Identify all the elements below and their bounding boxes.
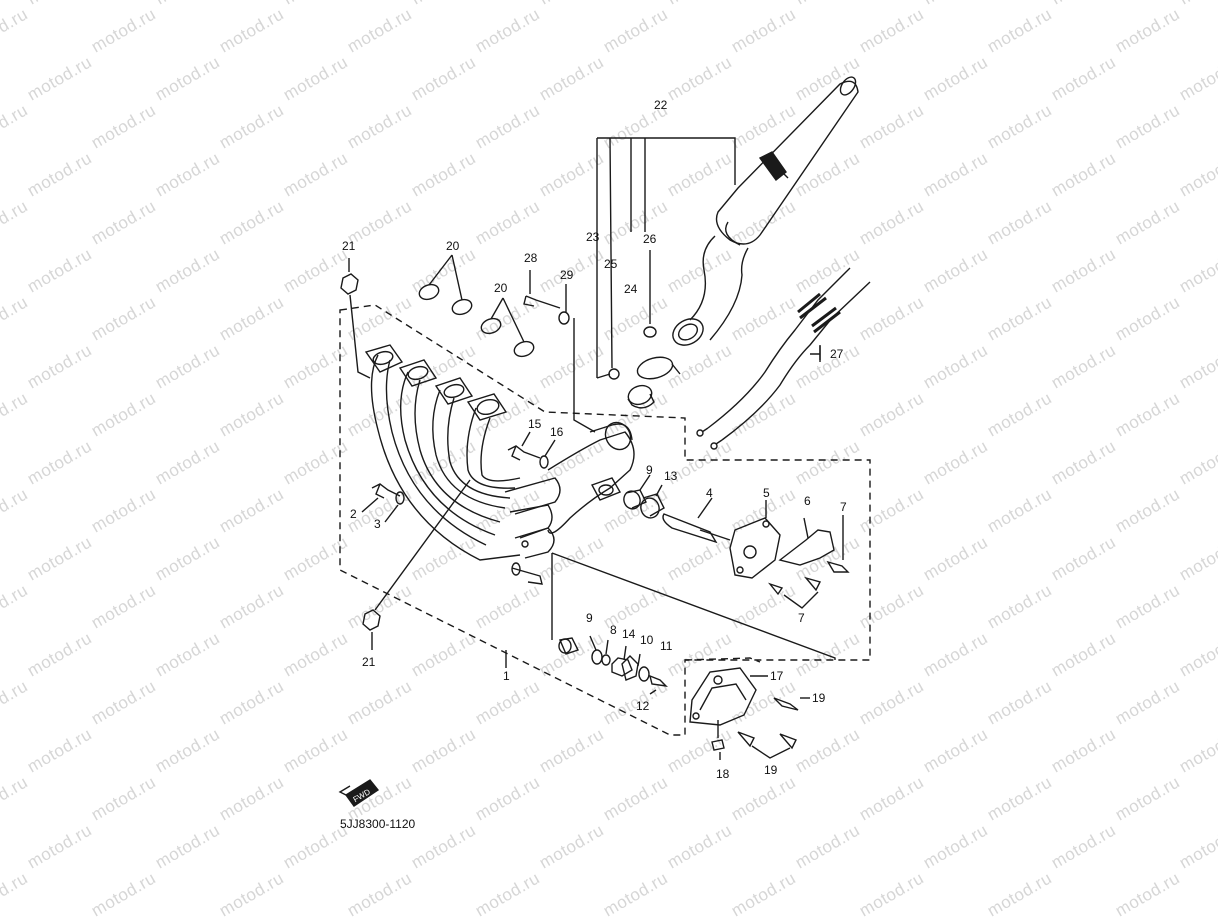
callout-10: 10 — [640, 633, 654, 647]
callout-18: 18 — [716, 767, 730, 781]
callout-23: 23 — [586, 230, 600, 244]
damper-9b — [559, 637, 579, 655]
bolt-19a — [773, 697, 799, 711]
bolt-28 — [523, 295, 561, 309]
bolt-7c — [804, 576, 822, 592]
callout-25: 25 — [604, 257, 618, 271]
washer-29 — [558, 311, 570, 325]
nut-21b — [362, 609, 381, 631]
callout-9-bottom: 9 — [586, 611, 593, 625]
callout-21-bottom: 21 — [362, 655, 376, 669]
callout-9-top: 9 — [646, 463, 653, 477]
callout-28: 28 — [524, 251, 538, 265]
gasket-20d — [513, 340, 535, 358]
callout-20-right: 20 — [494, 281, 508, 295]
subassembly-box — [551, 552, 836, 660]
callout-1: 1 — [503, 669, 510, 683]
gasket-20a — [418, 283, 440, 301]
bracket-10 — [621, 655, 639, 681]
bolt-7b — [767, 582, 784, 596]
washer-3 — [395, 491, 405, 505]
callout-3: 3 — [374, 517, 381, 531]
callout-4: 4 — [706, 486, 713, 500]
bolt-23 — [608, 368, 620, 380]
callout-14: 14 — [622, 627, 636, 641]
cables — [696, 267, 871, 450]
muffler — [672, 76, 859, 346]
callout-22: 22 — [654, 98, 668, 112]
collar-14 — [611, 657, 633, 677]
callout-29: 29 — [560, 268, 574, 282]
callout-19-top: 19 — [812, 691, 826, 705]
fwd-arrow — [338, 779, 380, 807]
bolt-7a — [826, 560, 850, 573]
bolt-2 — [371, 483, 401, 499]
callout-17: 17 — [770, 669, 784, 683]
callout-20-left: 20 — [446, 239, 460, 253]
gasket-24 — [643, 326, 657, 338]
callout-21-top: 21 — [342, 239, 356, 253]
clamp-25 — [636, 356, 674, 380]
gasket-20b — [451, 298, 473, 316]
callout-13: 13 — [664, 469, 678, 483]
callout-11: 11 — [660, 639, 673, 653]
damper-13 — [640, 497, 660, 519]
callout-15: 15 — [528, 417, 542, 431]
callout-12: 12 — [636, 699, 650, 713]
callout-7-bottom: 7 — [798, 611, 805, 625]
bolt-15 — [507, 445, 541, 461]
pipe-4 — [662, 513, 718, 544]
washer-16 — [539, 455, 549, 469]
washer-8 — [591, 649, 603, 665]
lower-bolt — [511, 567, 543, 585]
callout-24: 24 — [624, 282, 638, 296]
bracket-6 — [778, 529, 835, 566]
assembly-outline-bracket — [684, 657, 761, 663]
clip-18 — [711, 739, 725, 751]
callout-7-right: 7 — [840, 500, 847, 514]
bolt-12 — [648, 674, 668, 687]
callout-2: 2 — [350, 507, 357, 521]
callout-16: 16 — [550, 425, 564, 439]
bolt-19c — [779, 733, 797, 750]
callout-5: 5 — [763, 486, 770, 500]
callout-27: 27 — [830, 347, 844, 361]
nut-21a — [340, 273, 359, 295]
bolt-19b — [737, 731, 755, 748]
callout-6: 6 — [804, 494, 811, 508]
damper-9 — [623, 490, 641, 510]
diagram-code: 5JJ8300-1120 — [340, 817, 416, 831]
callout-26: 26 — [643, 232, 657, 246]
callout-19-bottom: 19 — [764, 763, 778, 777]
cover-17 — [689, 667, 757, 726]
gasket-20c — [480, 317, 502, 335]
exhaust-headers — [364, 344, 635, 561]
callout-8: 8 — [610, 623, 617, 637]
nut-11 — [638, 666, 650, 682]
